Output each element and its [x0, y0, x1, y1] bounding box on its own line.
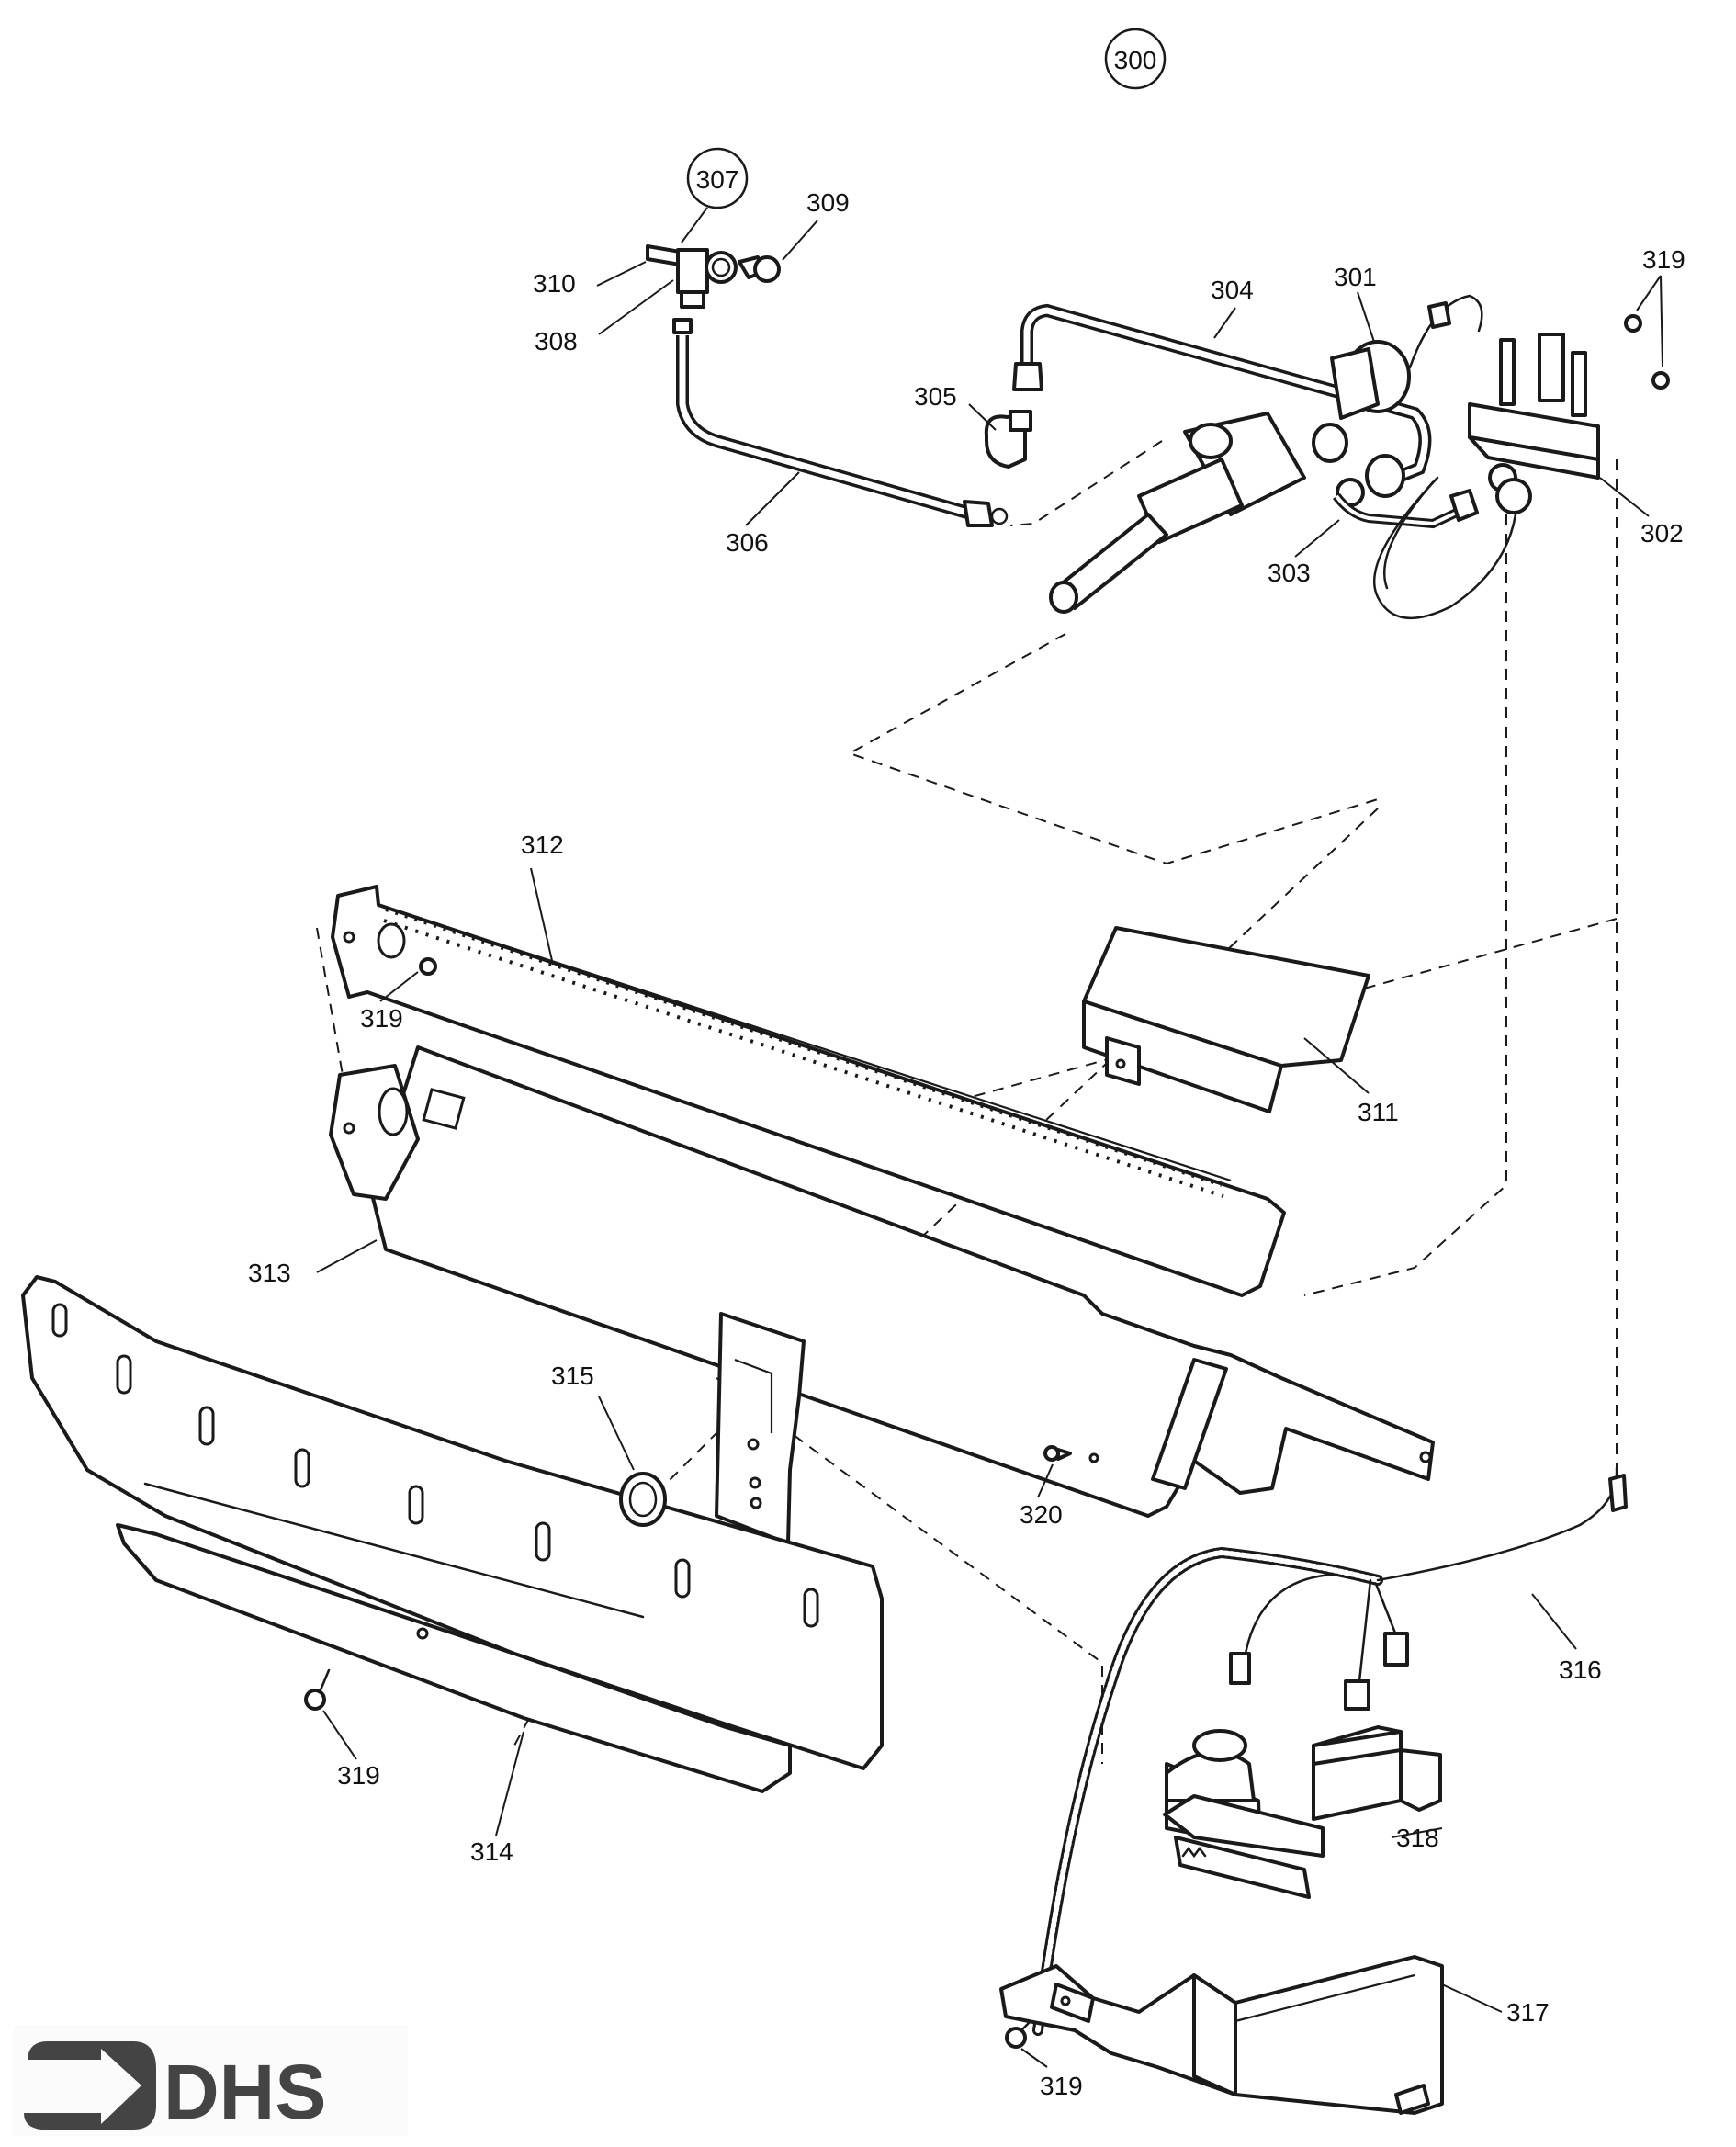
callout-300-label: 300 — [1114, 46, 1157, 74]
label-309: 309 — [806, 188, 850, 217]
label-312: 312 — [521, 831, 564, 859]
tee-fitting-assembly: 307 310 308 309 — [533, 147, 850, 356]
pilot-burner-302: 319 302 — [1468, 245, 1685, 548]
gas-valve-assembly: 304 301 305 303 — [914, 263, 1517, 620]
label-318: 318 — [1396, 1824, 1439, 1852]
label-308: 308 — [535, 327, 578, 356]
burner-312: 312 319 — [331, 831, 1286, 1297]
mounting-bracket-317: 319 317 — [999, 1955, 1550, 2115]
label-304: 304 — [1211, 276, 1254, 304]
label-319-bottom: 319 — [1040, 2072, 1083, 2100]
label-314: 314 — [470, 1837, 513, 1866]
label-311: 311 — [1358, 1098, 1399, 1126]
label-319-burner: 319 — [360, 1004, 403, 1033]
label-319-shield: 319 — [337, 1761, 380, 1790]
wire-harness-316: 316 — [1032, 1466, 1628, 2036]
label-305: 305 — [914, 382, 957, 411]
spark-generator-318: 318 — [1163, 1725, 1443, 1899]
label-303: 303 — [1268, 559, 1311, 587]
label-319-top: 319 — [1642, 245, 1685, 274]
tube-306: 306 — [672, 318, 1009, 557]
label-301: 301 — [1334, 263, 1377, 291]
label-310: 310 — [533, 269, 576, 298]
logo-text: DHS — [163, 2049, 326, 2135]
label-320: 320 — [1020, 1500, 1063, 1529]
heat-shield-311: 311 — [1082, 926, 1399, 1126]
callout-307-label: 307 — [696, 165, 739, 194]
dhs-logo: DHS — [13, 2026, 408, 2136]
label-313: 313 — [248, 1259, 291, 1287]
burner-ports — [383, 908, 1224, 1198]
label-306: 306 — [726, 528, 769, 557]
label-316: 316 — [1559, 1655, 1602, 1684]
burner-bracket-313: 313 320 — [248, 1045, 1435, 1545]
label-317: 317 — [1506, 1998, 1550, 2027]
shield-slots — [51, 1303, 819, 1628]
front-shield-314: 315 319 314 — [21, 1275, 884, 1866]
label-302: 302 — [1640, 519, 1684, 548]
label-315: 315 — [551, 1362, 594, 1390]
arrow-logo-icon — [24, 2041, 156, 2130]
callout-300: 300 — [1104, 28, 1167, 90]
